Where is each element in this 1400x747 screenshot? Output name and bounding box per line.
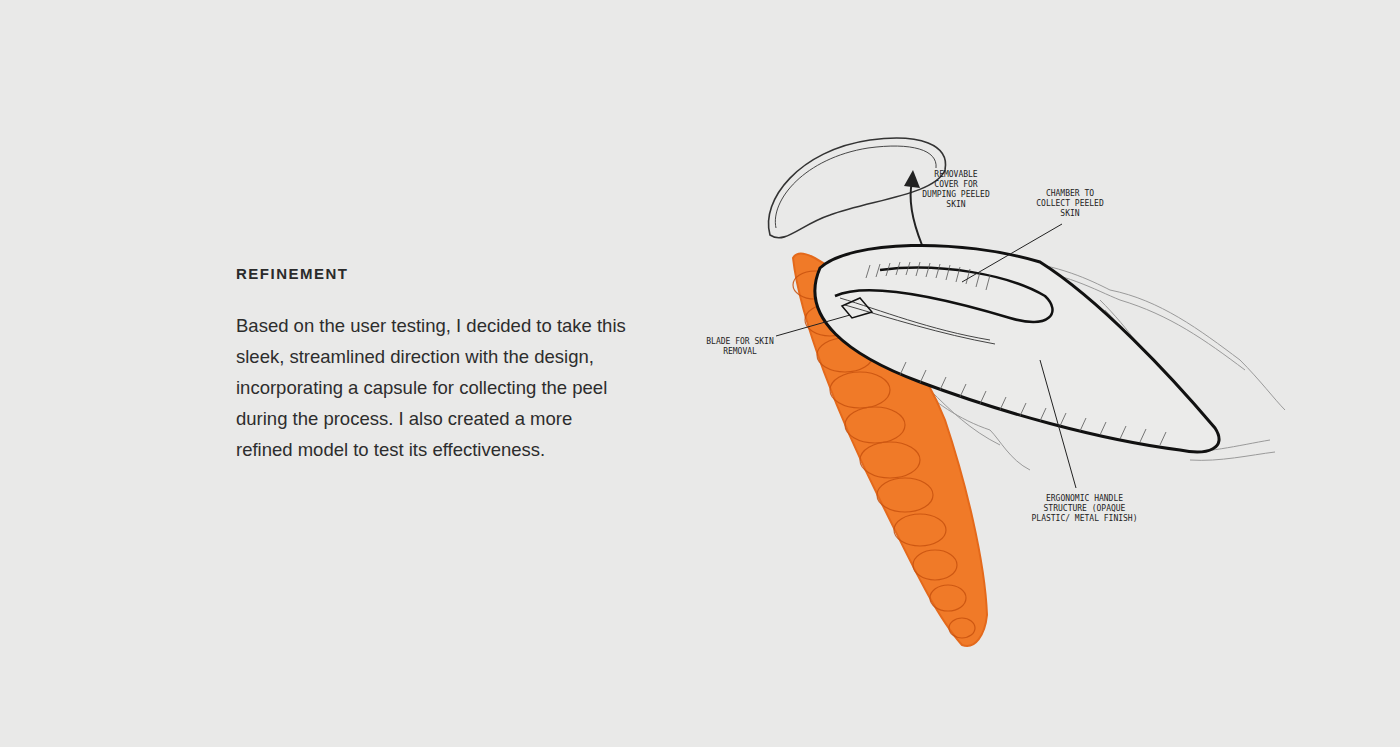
callout-note: REMOVABLE COVER FOR DUMPING PEELED SKIN [920, 170, 992, 210]
callout-note: CHAMBER TO COLLECT PEELED SKIN [1035, 189, 1105, 219]
body-text: Based on the user testing, I decided to … [236, 310, 631, 465]
cover [768, 138, 945, 238]
arrow-head [904, 170, 920, 188]
peeler-body [815, 245, 1219, 452]
leader-line [776, 224, 1076, 488]
callout-note: BLADE FOR SKIN REMOVAL [700, 337, 780, 357]
callout-note: ERGONOMIC HANDLE STRUCTURE (OPAQUE PLAST… [1022, 494, 1147, 524]
lift-arrow [910, 182, 922, 245]
section-title: REFINEMENT [236, 265, 536, 282]
